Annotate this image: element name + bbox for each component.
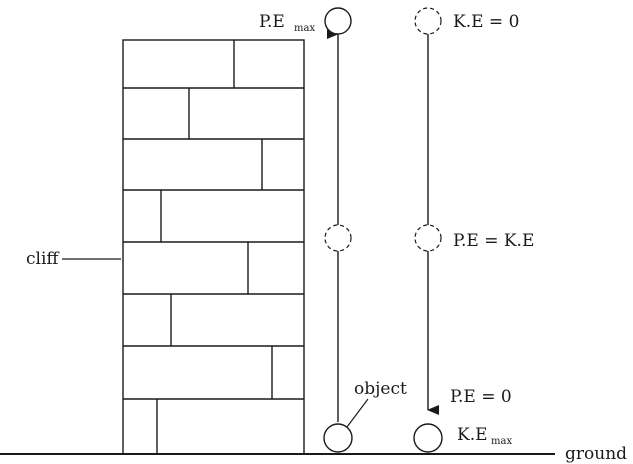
ke-max-label: K.E bbox=[457, 425, 488, 445]
cliff-wall bbox=[122, 39, 305, 455]
cliff-label: cliff bbox=[26, 249, 60, 269]
ground-label: ground bbox=[565, 444, 627, 464]
object-bottom-circle bbox=[323, 423, 353, 453]
falling-top-dashed-circle bbox=[414, 7, 442, 35]
object-leader-line bbox=[346, 398, 369, 428]
pe-equals-ke-label: P.E = K.E bbox=[453, 231, 534, 251]
pe-max-label: P.E bbox=[259, 12, 285, 32]
pe-zero-label: P.E = 0 bbox=[450, 387, 512, 407]
object-label: object bbox=[354, 379, 407, 399]
pe-max-subscript: max bbox=[294, 23, 315, 34]
object-mid-dashed-circle bbox=[324, 224, 352, 252]
object-top-circle bbox=[324, 7, 352, 35]
ke-max-subscript: max bbox=[491, 436, 512, 447]
falling-mid-dashed-circle bbox=[414, 224, 442, 252]
ke-zero-label: K.E = 0 bbox=[453, 12, 519, 32]
falling-bottom-circle bbox=[413, 423, 443, 453]
